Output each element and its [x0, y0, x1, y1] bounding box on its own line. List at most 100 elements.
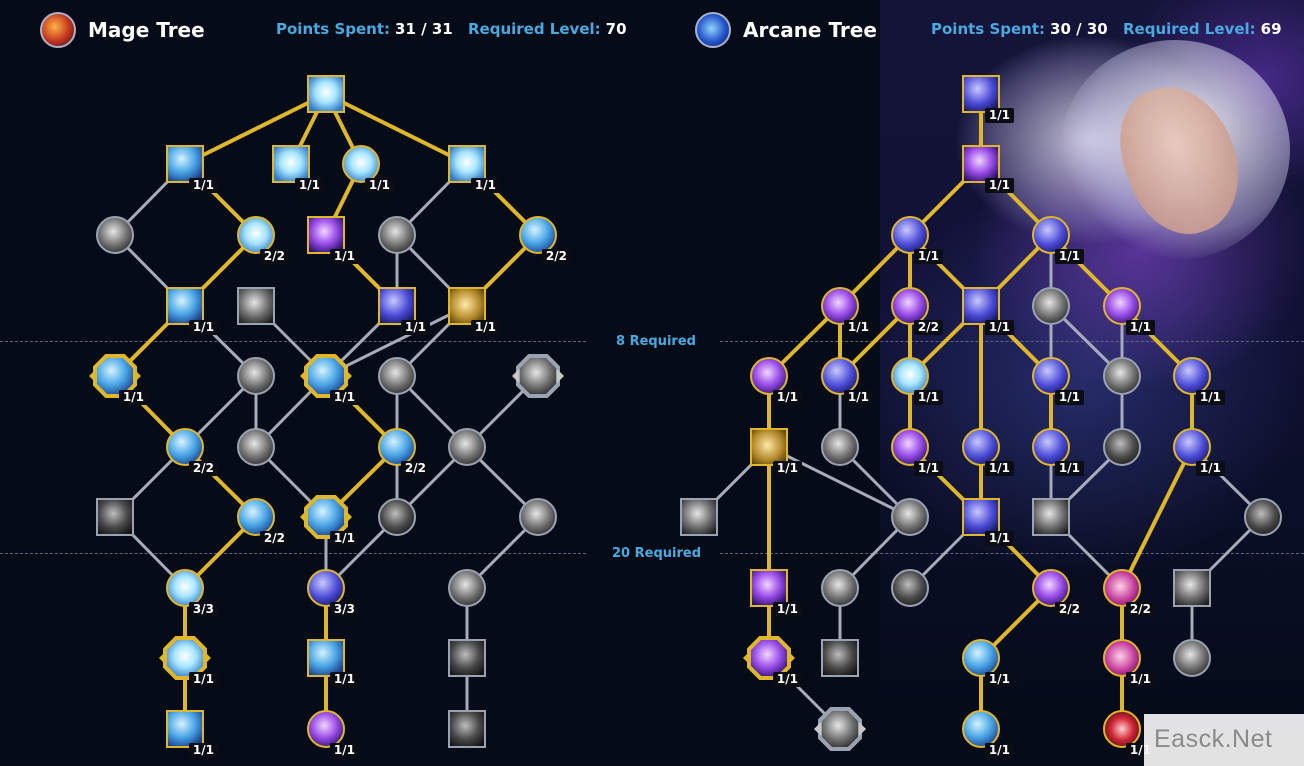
stone-fist-icon — [891, 498, 929, 536]
talent-node-m19[interactable] — [512, 354, 564, 398]
talent-node-m16[interactable] — [237, 357, 275, 395]
claw-strike-icon — [96, 216, 134, 254]
talent-node-a41[interactable]: 1/1 — [1103, 710, 1155, 758]
talent-node-a23[interactable] — [680, 498, 718, 536]
talent-node-m34[interactable] — [448, 639, 486, 677]
talent-node-m21[interactable] — [237, 428, 275, 466]
talent-node-m20[interactable]: 2/2 — [166, 428, 218, 476]
talent-node-a29[interactable] — [821, 569, 859, 607]
talent-node-a28[interactable]: 1/1 — [750, 569, 802, 617]
mage-required-level: Required Level:70 — [468, 20, 627, 38]
arcane-sphere-icon — [821, 287, 859, 325]
talent-node-a5[interactable]: 1/1 — [821, 287, 873, 335]
talent-node-a39[interactable] — [814, 707, 866, 751]
talent-node-m31[interactable] — [448, 569, 486, 607]
arcane-eye-icon — [307, 216, 345, 254]
talent-node-a14[interactable] — [1103, 357, 1141, 395]
talent-node-a37[interactable]: 1/1 — [1103, 639, 1155, 687]
talent-node-a24[interactable] — [891, 498, 929, 536]
talent-node-a40[interactable]: 1/1 — [962, 710, 1014, 758]
talent-node-a1[interactable]: 1/1 — [962, 75, 1014, 123]
talent-node-m2[interactable]: 1/1 — [166, 145, 218, 193]
talent-node-a25[interactable]: 1/1 — [962, 498, 1014, 546]
talent-node-a26[interactable] — [1032, 498, 1070, 536]
talent-node-m22[interactable]: 2/2 — [378, 428, 430, 476]
rank-badge: 1/1 — [1054, 249, 1084, 264]
talent-node-m12[interactable] — [237, 287, 275, 325]
talent-node-m4[interactable]: 1/1 — [342, 145, 394, 193]
talent-node-a9[interactable]: 1/1 — [1103, 287, 1155, 335]
arcane-tree-header: Arcane Tree — [695, 10, 877, 50]
talent-node-a10[interactable]: 1/1 — [750, 357, 802, 405]
talent-node-a22[interactable]: 1/1 — [1173, 428, 1225, 476]
talent-node-m29[interactable]: 3/3 — [166, 569, 218, 617]
talent-node-m27[interactable] — [378, 498, 416, 536]
mage-tree-header: Mage Tree — [40, 10, 205, 50]
talent-node-m35[interactable]: 1/1 — [166, 710, 218, 758]
talent-node-m30[interactable]: 3/3 — [307, 569, 359, 617]
talent-node-m17[interactable]: 1/1 — [300, 354, 359, 405]
talent-node-a7[interactable]: 1/1 — [962, 287, 1014, 335]
talent-node-a31[interactable]: 2/2 — [1032, 569, 1084, 617]
talent-node-m11[interactable]: 1/1 — [166, 287, 218, 335]
talent-node-a2[interactable]: 1/1 — [962, 145, 1014, 193]
mage-level-value: 70 — [605, 20, 627, 38]
talent-node-m15[interactable]: 1/1 — [89, 354, 148, 405]
talent-node-a3[interactable]: 1/1 — [891, 216, 943, 264]
talent-node-a13[interactable]: 1/1 — [1032, 357, 1084, 405]
talent-node-m26[interactable]: 1/1 — [300, 495, 359, 546]
talent-node-m3[interactable]: 1/1 — [272, 145, 324, 193]
talent-node-a11[interactable]: 1/1 — [821, 357, 873, 405]
talent-node-a36[interactable]: 1/1 — [962, 639, 1014, 687]
talent-node-m18[interactable] — [378, 357, 416, 395]
rank-badge: 1/1 — [188, 743, 218, 758]
talent-node-m23[interactable] — [448, 428, 486, 466]
talent-node-a15[interactable]: 1/1 — [1173, 357, 1225, 405]
talent-node-m24[interactable] — [96, 498, 134, 536]
talent-node-a8[interactable] — [1032, 287, 1070, 325]
talent-node-m5[interactable]: 1/1 — [448, 145, 500, 193]
talent-node-a6[interactable]: 2/2 — [891, 287, 943, 335]
talent-node-m36[interactable]: 1/1 — [307, 710, 359, 758]
frost-orb-icon — [1173, 428, 1211, 466]
talent-node-a32[interactable]: 2/2 — [1103, 569, 1155, 617]
rank-badge: 1/1 — [294, 178, 324, 193]
talent-node-m32[interactable]: 1/1 — [159, 636, 218, 687]
mage-tree-title: Mage Tree — [88, 18, 205, 42]
mage-cast-icon — [750, 569, 788, 607]
arrow-left-icon — [814, 722, 821, 736]
talent-node-a17[interactable] — [821, 428, 859, 466]
talent-node-m9[interactable] — [378, 216, 416, 254]
talent-node-a34[interactable]: 1/1 — [743, 636, 802, 687]
talent-node-m37[interactable] — [448, 710, 486, 748]
talent-node-a20[interactable]: 1/1 — [1032, 428, 1084, 476]
rank-badge: 2/2 — [913, 320, 943, 335]
talent-node-a12[interactable]: 1/1 — [891, 357, 943, 405]
talent-node-a4[interactable]: 1/1 — [1032, 216, 1084, 264]
talent-node-a35[interactable] — [821, 639, 859, 677]
shield-eye-icon — [519, 498, 557, 536]
arcane-swirl-icon — [307, 710, 345, 748]
talent-node-m10[interactable]: 2/2 — [519, 216, 571, 264]
rank-badge: 1/1 — [188, 320, 218, 335]
talent-node-m6[interactable] — [96, 216, 134, 254]
arrow-right-icon — [345, 369, 352, 383]
arrow-left-icon — [743, 651, 750, 665]
talent-node-m1[interactable] — [307, 75, 345, 113]
talent-node-a16[interactable]: 1/1 — [750, 428, 802, 476]
talent-node-a18[interactable]: 1/1 — [891, 428, 943, 476]
talent-node-m8[interactable]: 1/1 — [307, 216, 359, 264]
talent-node-m28[interactable] — [519, 498, 557, 536]
talent-node-a21[interactable] — [1103, 428, 1141, 466]
talent-node-m14[interactable]: 1/1 — [448, 287, 500, 335]
talent-node-m13[interactable]: 1/1 — [378, 287, 430, 335]
talent-node-a27[interactable] — [1244, 498, 1282, 536]
talent-node-a19[interactable]: 1/1 — [962, 428, 1014, 476]
talent-node-m33[interactable]: 1/1 — [307, 639, 359, 687]
talent-node-a30[interactable] — [891, 569, 929, 607]
talent-node-m7[interactable]: 2/2 — [237, 216, 289, 264]
talent-node-a38[interactable] — [1173, 639, 1211, 677]
cross-icon — [448, 428, 486, 466]
talent-node-a33[interactable] — [1173, 569, 1211, 607]
talent-node-m25[interactable]: 2/2 — [237, 498, 289, 546]
